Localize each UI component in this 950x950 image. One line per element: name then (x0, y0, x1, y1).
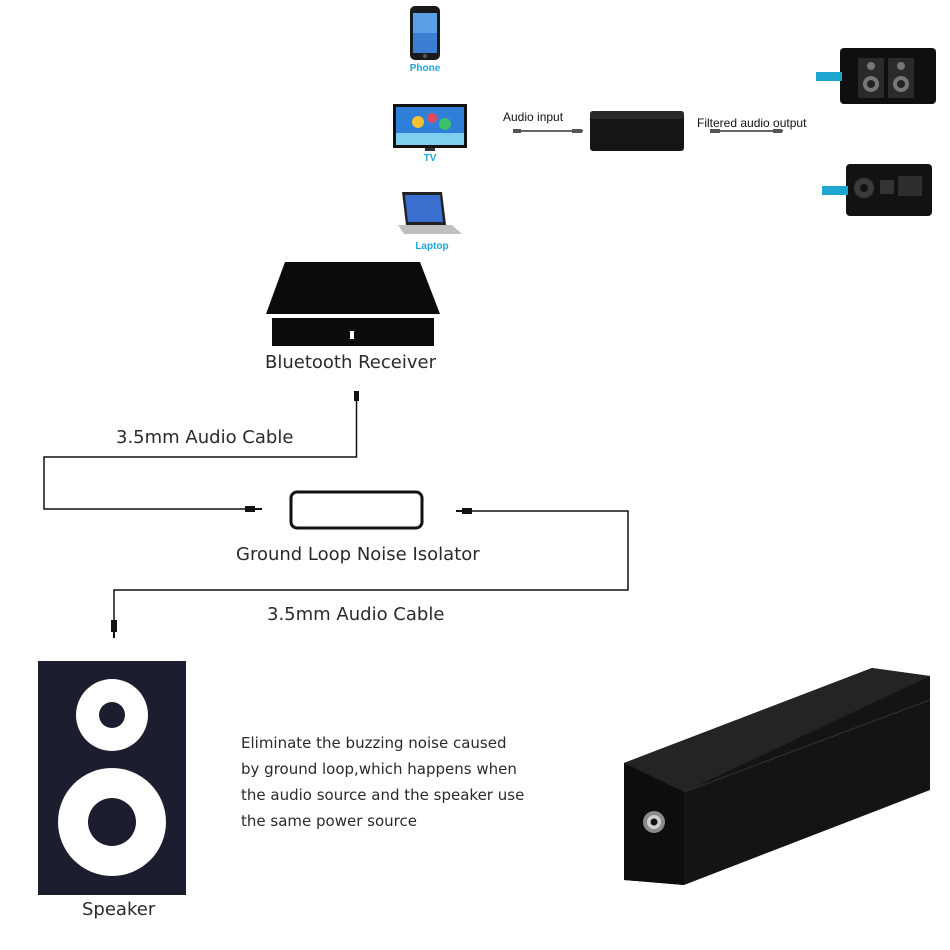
top-output-cable (710, 129, 783, 133)
bluetooth-receiver-icon (266, 262, 440, 346)
cable-isolator-to-speaker (111, 508, 629, 638)
car-audio-thumbnail (822, 164, 932, 216)
laptop-label: Laptop (415, 241, 449, 252)
cable-receiver-to-isolator (43, 391, 359, 512)
phone-label: Phone (409, 63, 441, 74)
speakers-thumbnail (816, 48, 936, 104)
bluetooth-receiver-label: Bluetooth Receiver (265, 352, 436, 373)
filtered-output-label: Filtered audio output (697, 116, 807, 130)
product-device-illustration (624, 668, 931, 885)
laptop-icon (398, 192, 462, 234)
speaker-icon (38, 661, 186, 895)
description-line: the same power source (241, 812, 417, 830)
isolator-icon (289, 490, 424, 530)
cable-bottom-label: 3.5mm Audio Cable (267, 604, 445, 625)
speaker-label: Speaker (82, 899, 156, 920)
description-line: by ground loop,which happens when (241, 760, 517, 778)
isolator-label: Ground Loop Noise Isolator (236, 544, 480, 565)
cable-top-label: 3.5mm Audio Cable (116, 427, 294, 448)
description-text: Eliminate the buzzing noise caused by gr… (241, 730, 524, 834)
description-line: the audio source and the speaker use (241, 786, 525, 804)
phone-icon (410, 6, 440, 60)
tv-label: TV (423, 153, 437, 164)
top-input-cable (513, 129, 583, 133)
audio-input-label: Audio input (503, 110, 564, 124)
top-device (590, 111, 684, 151)
description-line: Eliminate the buzzing noise caused (241, 734, 507, 752)
tv-icon (393, 104, 467, 151)
